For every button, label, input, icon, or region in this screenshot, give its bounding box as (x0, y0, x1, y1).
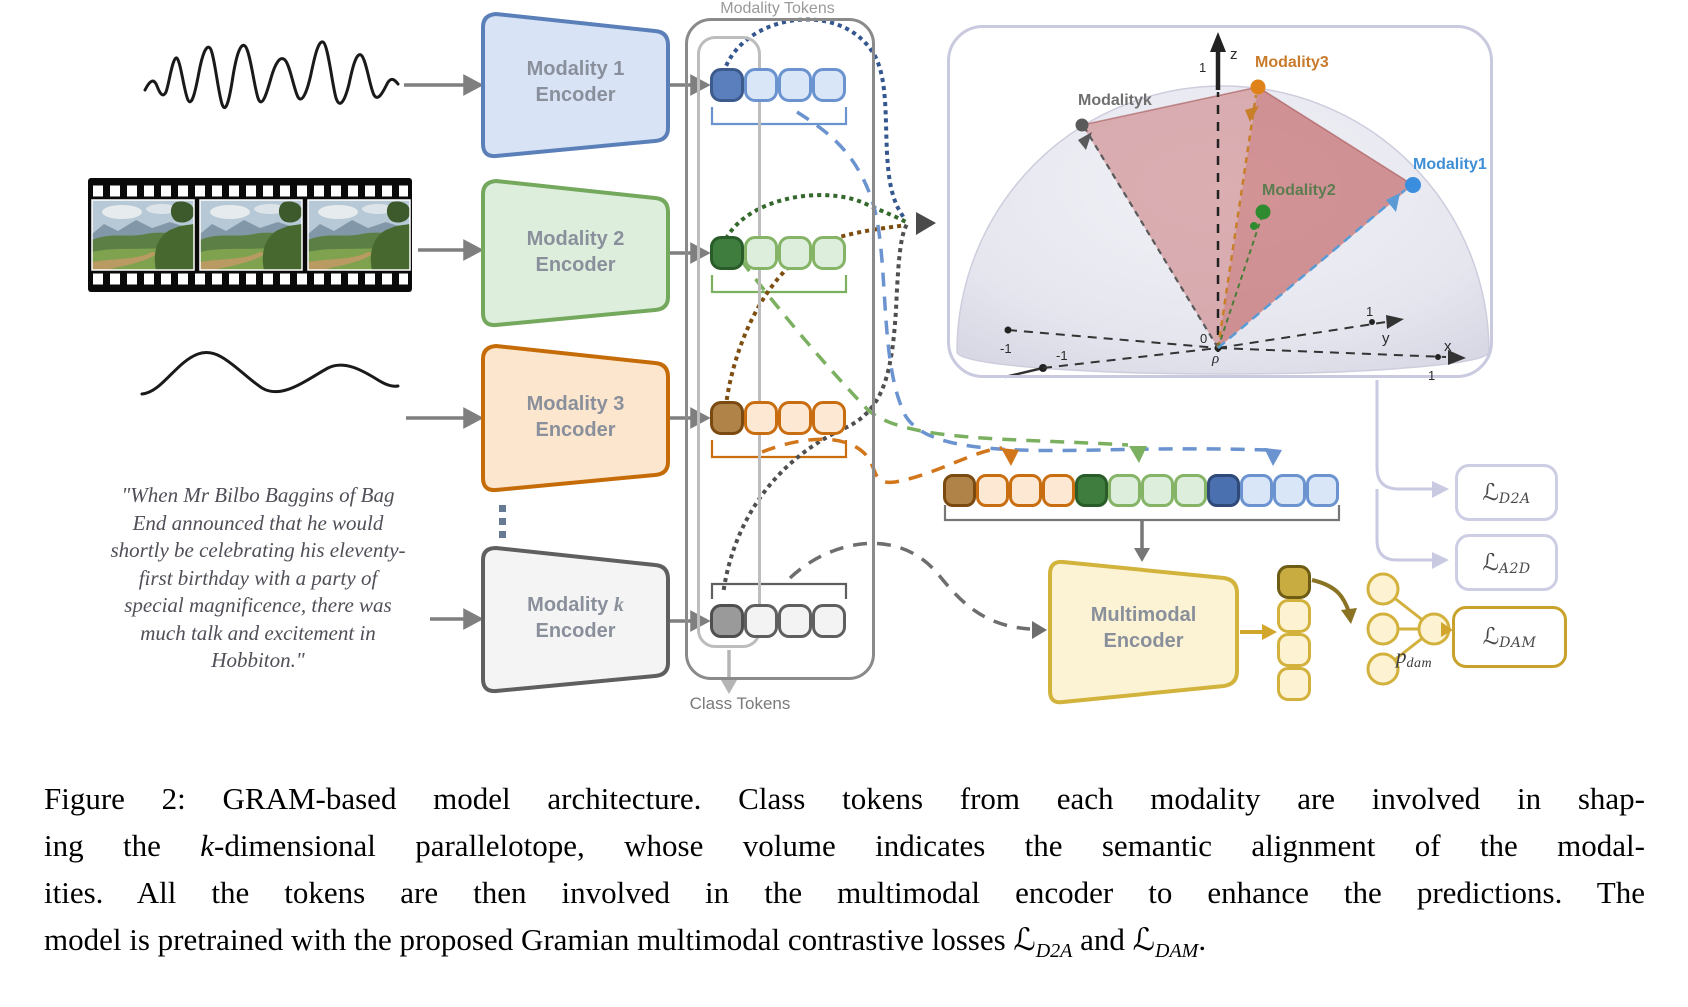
modality-3-token-row (710, 401, 846, 435)
modality-2-encoder-label: Modality 2 Encoder (526, 228, 625, 276)
video-film-strip-input (88, 178, 412, 292)
modalityk-point (1075, 118, 1089, 132)
concatenated-token-row (943, 474, 1339, 507)
class-token-modality2 (710, 236, 744, 270)
modality2-point (1255, 204, 1271, 220)
modality-token-dashed-curves (739, 110, 1269, 485)
caption-line-2: ing the k-dimensional parallelotope, who… (44, 828, 1645, 863)
modality-2-token-row (710, 236, 846, 270)
class-token-dotted-curves (721, 17, 909, 591)
encoder-ellipsis-dots (499, 505, 506, 538)
modality-k-encoder-shape (481, 546, 670, 694)
class-tokens-box (697, 36, 761, 648)
z-axis-label: z (1230, 46, 1238, 63)
modality-tokens-box (685, 18, 875, 680)
z-tick-1: 1 (1199, 60, 1207, 75)
green-row-bracket (710, 275, 848, 294)
text-quote-input: "When Mr Bilbo Baggins of Bag End announ… (110, 483, 406, 672)
stack-to-net-arrow (1311, 578, 1357, 624)
modality-tokens-label: Modality Tokens (720, 0, 835, 17)
green-drop-arrowhead (1129, 446, 1147, 463)
dam-class-token (1277, 565, 1311, 599)
class-token-modality3 (710, 401, 744, 435)
audio-waveform-input (143, 40, 400, 109)
x-tick-1: 1 (1428, 368, 1436, 383)
modality-3-encoder-shape (481, 344, 670, 493)
converge-arrowhead (916, 212, 936, 235)
d2a-arrowhead (1432, 481, 1449, 498)
class-token-modality1 (710, 68, 744, 102)
p-dam-label: pdam (1396, 644, 1433, 671)
multimodal-encoder-label: Multimodal Encoder (1090, 604, 1197, 652)
caption-line-1: Figure 2: GRAM-based model architecture.… (44, 781, 1645, 816)
figure-caption: Figure 2: GRAM-based model architecture.… (44, 775, 1645, 968)
modality-1-encoder-shape (481, 12, 670, 159)
smooth-waveform-input (140, 351, 400, 396)
diagram-vector-layer (88, 12, 1490, 705)
concat-bracket (943, 505, 1341, 562)
class-tokens-label: Class Tokens (689, 694, 791, 713)
multimodal-encoder-shape (1048, 559, 1239, 705)
a2d-arrowhead (1432, 552, 1449, 569)
x-tick-minus1: -1 (1000, 341, 1012, 356)
y-tick-1: 1 (1366, 304, 1374, 319)
origin-0: 0 (1200, 331, 1208, 346)
gram-volume-panel (947, 25, 1493, 378)
orange-drop-arrowhead (1001, 448, 1019, 466)
me-output-arrow (1240, 624, 1277, 640)
y-axis-label: y (1382, 330, 1390, 347)
loss-connectors (1375, 380, 1432, 562)
net-to-dam-arrowhead (1441, 622, 1453, 637)
modality-3-encoder-label: Modality 3 Encoder (526, 393, 625, 441)
rho-label: ρ (1212, 351, 1220, 367)
modalityk-label: Modalityk (1078, 92, 1152, 109)
me-output-token-stack (1277, 565, 1311, 701)
modality1-point (1405, 177, 1421, 193)
caption-line-4: model is pretrained with the proposed Gr… (44, 922, 1207, 962)
modality-k-token-row (710, 604, 846, 638)
y-tick-minus1: -1 (1056, 348, 1068, 363)
modality1-label: Modality1 (1413, 156, 1487, 173)
modality-k-encoder-label: Modality k Encoder (527, 594, 624, 642)
class-token-modalityk (710, 604, 744, 638)
modality2-label: Modality2 (1262, 182, 1336, 199)
class-tokens-arrow (721, 650, 737, 694)
blue-drop-arrowhead (1264, 448, 1282, 466)
caption-line-3: ities. All the tokens are then involved … (44, 875, 1645, 910)
modality-1-token-row (710, 68, 846, 102)
modality3-label: Modality3 (1255, 54, 1329, 71)
blue-row-bracket (710, 107, 848, 126)
x-axis-label: x (1444, 338, 1452, 355)
modality3-point (1250, 79, 1266, 95)
orange-row-bracket (710, 440, 848, 459)
to-encoder-arrowhead (1032, 621, 1047, 639)
modality-2-encoder-shape (481, 179, 670, 328)
gram-hemisphere-plot (956, 32, 1490, 379)
gray-row-bracket (710, 582, 848, 599)
input-arrows (404, 74, 484, 630)
modality-1-encoder-label: Modality 1 Encoder (526, 58, 625, 106)
